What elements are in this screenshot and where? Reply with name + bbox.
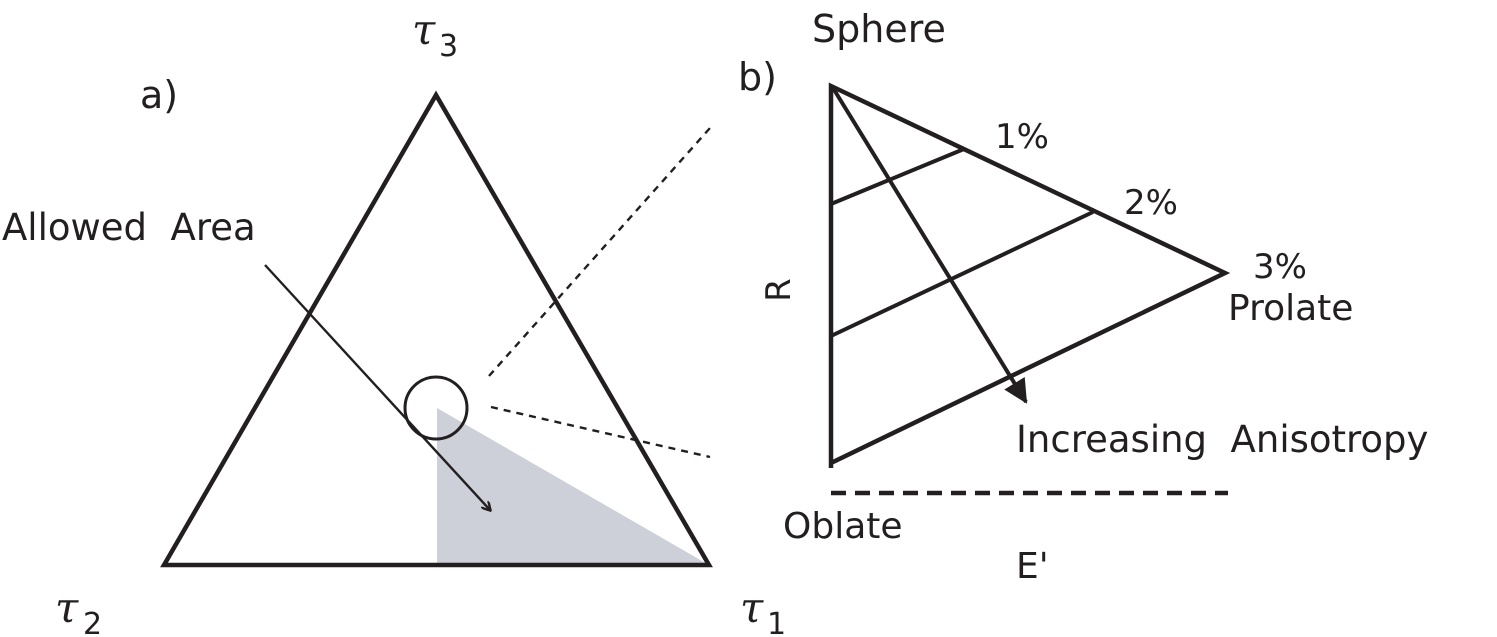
tau-subscript: 1 xyxy=(767,607,786,637)
ternary-triangle xyxy=(160,90,713,568)
contour-2-percent xyxy=(830,210,1094,338)
panel-b: b) Sphere 1% 2% 3% Prolate Increasing An… xyxy=(738,7,1428,587)
shape-triangle xyxy=(828,82,1231,468)
panel-a: a) Allowed Area τ 3 τ 2 τ 1 xyxy=(2,5,786,637)
percent-label-2: 2% xyxy=(1124,183,1178,223)
oblate-label: Oblate xyxy=(783,506,903,547)
percent-label-3: 3% xyxy=(1253,247,1307,287)
contour-1-percent xyxy=(830,147,965,206)
panel-b-label: b) xyxy=(738,55,777,99)
panel-a-label: a) xyxy=(140,73,178,117)
allowed-area-arrow xyxy=(264,264,490,510)
tau-symbol: τ xyxy=(740,583,764,632)
percent-label-1: 1% xyxy=(995,117,1049,157)
zoom-connector-upper xyxy=(488,127,711,377)
zoom-connector-lower xyxy=(490,405,711,459)
tau-subscript: 3 xyxy=(439,29,458,64)
allowed-area-shading xyxy=(437,408,709,565)
tau-subscript: 2 xyxy=(83,607,102,637)
r-axis-label: R xyxy=(759,278,799,302)
sphere-label: Sphere xyxy=(812,7,946,51)
anisotropy-label: Increasing Anisotropy xyxy=(1016,418,1428,461)
tau-symbol: τ xyxy=(55,583,79,632)
vertex-label-right: τ 1 xyxy=(740,583,786,637)
allowed-area-label: Allowed Area xyxy=(2,206,256,249)
prolate-label: Prolate xyxy=(1228,288,1353,329)
anisotropy-arrow xyxy=(831,86,1028,404)
e-axis-label: E' xyxy=(1016,546,1049,587)
tau-symbol: τ xyxy=(412,5,436,54)
zoom-circle xyxy=(403,375,469,441)
vertex-label-left: τ 2 xyxy=(55,583,102,637)
vertex-label-top: τ 3 xyxy=(412,5,458,64)
